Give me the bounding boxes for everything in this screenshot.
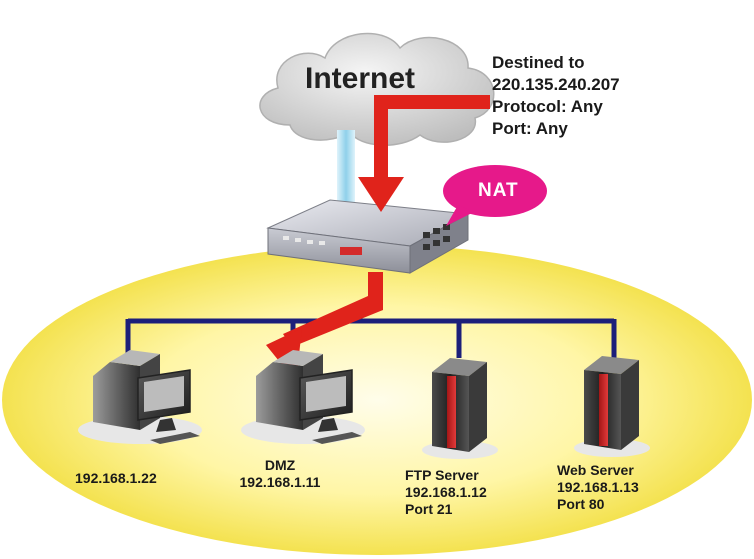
destination-ip: 220.135.240.207 (492, 75, 620, 94)
ftp-name: FTP Server (405, 467, 479, 483)
web-port: Port 80 (557, 496, 605, 512)
pc1-label: 192.168.1.22 (75, 470, 157, 487)
nat-bubble (443, 165, 547, 226)
web-name: Web Server (557, 462, 634, 478)
ftp-server-label: FTP Server 192.168.1.12 Port 21 (405, 467, 487, 518)
ftp-port: Port 21 (405, 501, 453, 517)
destination-line-1: Destined to (492, 53, 585, 72)
ftp-ip: 192.168.1.12 (405, 484, 487, 500)
server-icon-web (574, 356, 650, 457)
pc1-ip: 192.168.1.22 (75, 470, 157, 486)
web-server-label: Web Server 192.168.1.13 Port 80 (557, 462, 639, 513)
workstation-icon-dmz (241, 350, 365, 444)
dmz-ip: 192.168.1.11 (239, 474, 321, 490)
nat-label: NAT (478, 180, 519, 201)
destination-port: Port: Any (492, 119, 568, 138)
forwarding-arrow-to-dmz (266, 272, 383, 382)
dmz-label: DMZ 192.168.1.11 (230, 457, 330, 491)
dmz-name: DMZ (264, 457, 296, 473)
server-icon-ftp (422, 358, 498, 459)
destination-rule-text: Destined to 220.135.240.207 Protocol: An… (492, 52, 620, 140)
incoming-traffic-arrow (358, 95, 490, 212)
destination-protocol: Protocol: Any (492, 97, 603, 116)
internet-label: Internet (305, 62, 416, 95)
router-icon (266, 199, 470, 274)
web-ip: 192.168.1.13 (557, 479, 639, 495)
workstation-icon-pc1 (78, 350, 202, 444)
